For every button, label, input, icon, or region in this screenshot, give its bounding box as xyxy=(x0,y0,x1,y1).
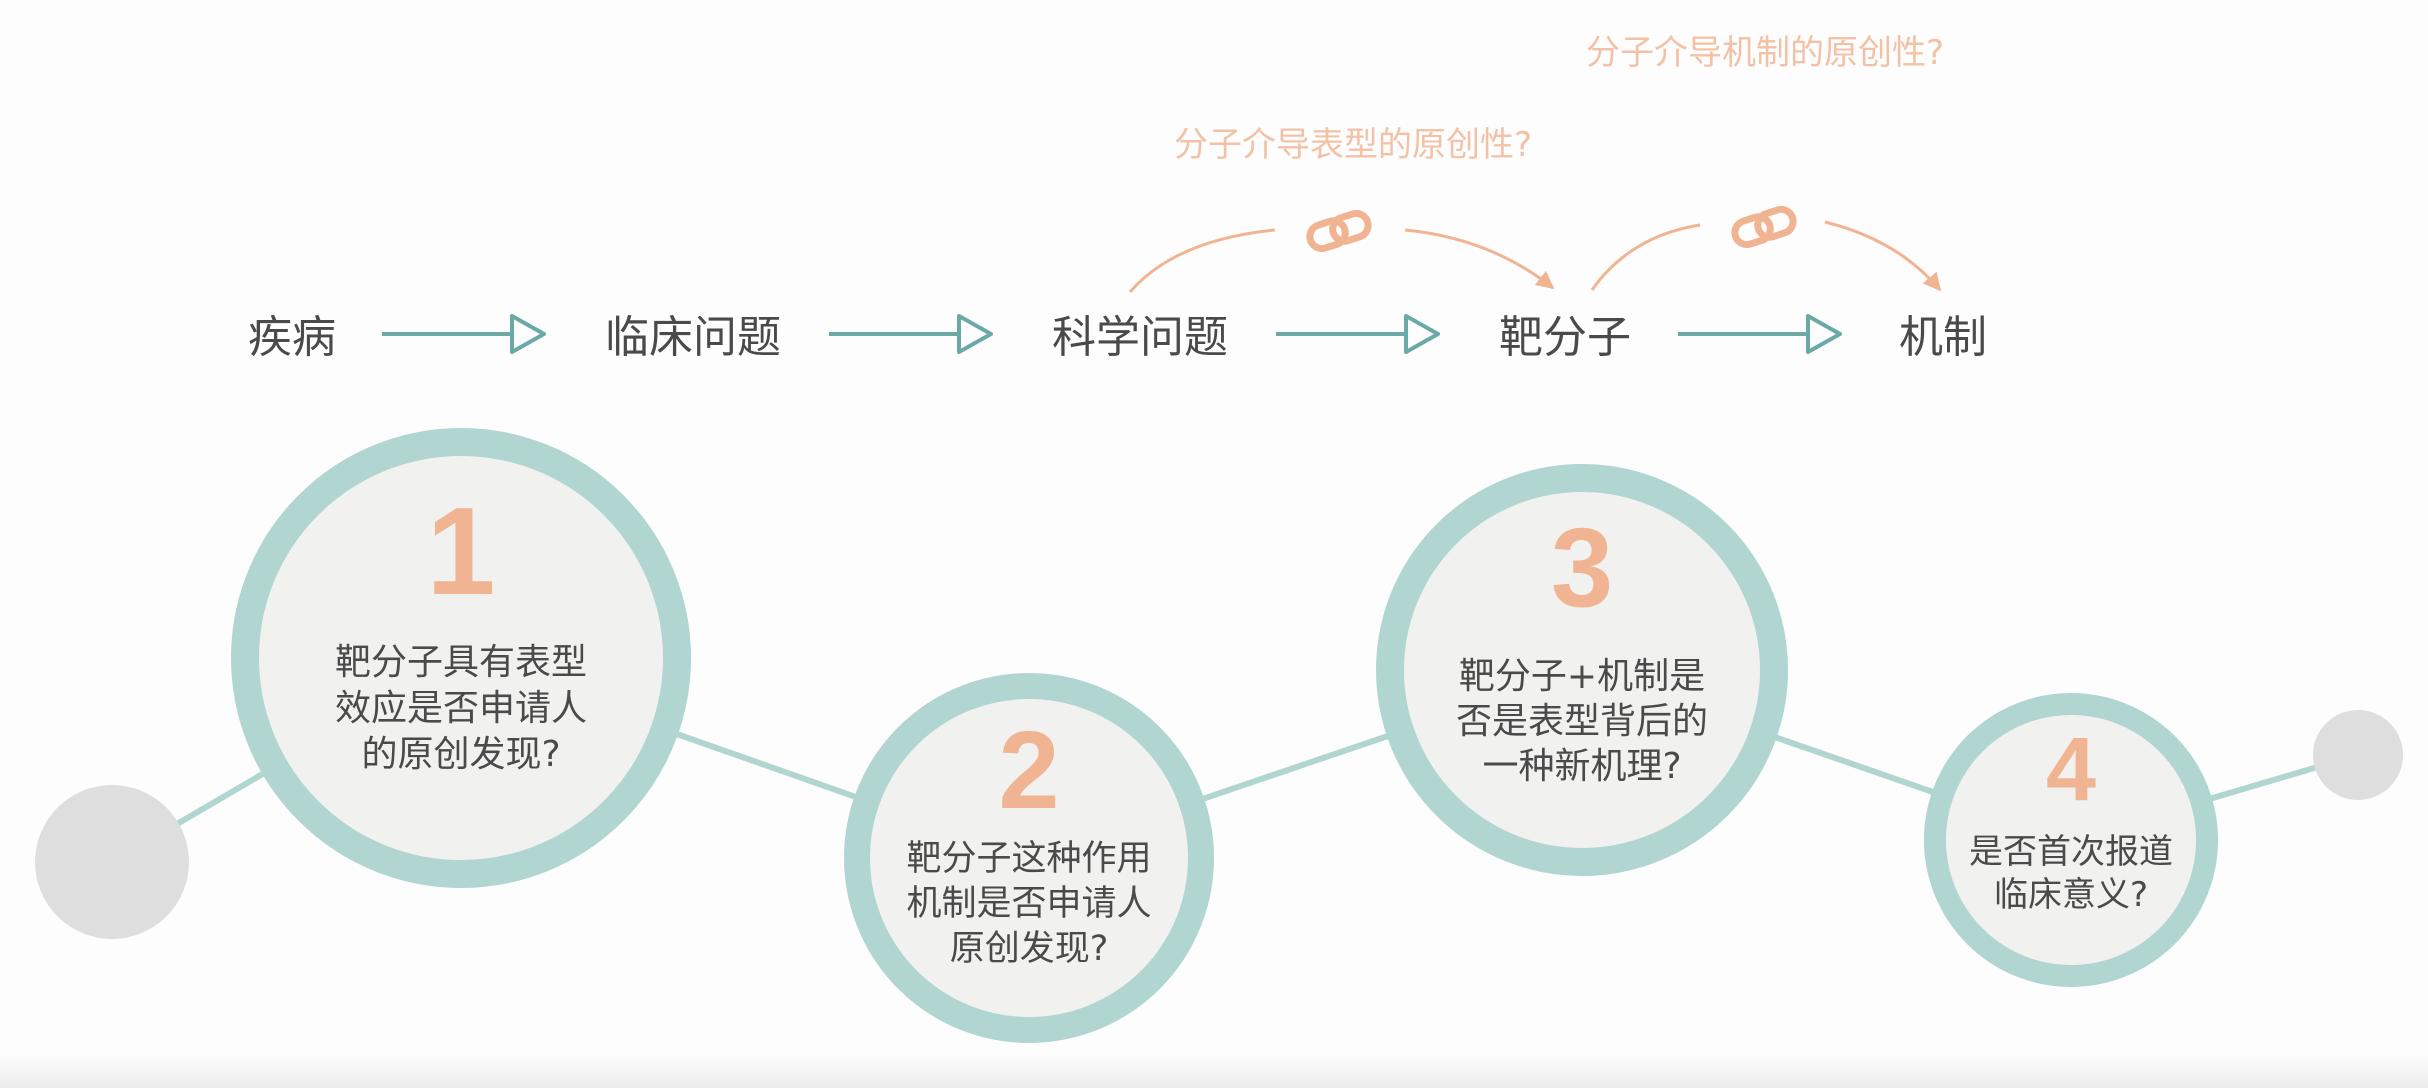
flow-step-target-molecule: 靶分子 xyxy=(1499,312,1631,363)
flow-step-clinical-question: 临床问题 xyxy=(605,312,781,363)
link-icon xyxy=(1306,209,1372,253)
flow-step-disease: 疾病 xyxy=(248,312,336,363)
flow-step-mechanism: 机制 xyxy=(1899,312,1987,363)
step-text-2-line2: 机制是否申请人 xyxy=(906,884,1151,924)
arrow-right-icon xyxy=(1678,314,1842,354)
decorative-dot-left xyxy=(35,785,189,939)
mechanism-originality-question: 分子介导机制的原创性? xyxy=(1586,33,1944,73)
flow-step-scientific-question: 科学问题 xyxy=(1052,312,1228,363)
bottom-fade xyxy=(0,1054,2428,1088)
step-node-3: 3 靶分子+机制是 否是表型背后的 一种新机理? xyxy=(1376,464,1788,876)
step-node-1: 1 靶分子具有表型 效应是否申请人 的原创发现? xyxy=(231,428,691,888)
decorative-dot-right xyxy=(2313,710,2403,800)
step-number-3: 3 xyxy=(1551,505,1613,630)
step-number-1: 1 xyxy=(427,483,496,621)
step-text-1-line2: 效应是否申请人 xyxy=(335,688,587,729)
arrow-right-icon xyxy=(1276,314,1440,354)
phenotype-originality-question: 分子介导表型的原创性? xyxy=(1174,125,1532,165)
step-text-4-line1: 是否首次报道 xyxy=(1969,832,2173,872)
step-node-4: 4 是否首次报道 临床意义? xyxy=(1924,693,2218,987)
step-text-2-line3: 原创发现? xyxy=(950,929,1109,969)
step-text-1-line1: 靶分子具有表型 xyxy=(335,642,587,683)
step-text-4-line2: 临床意义? xyxy=(1994,875,2148,915)
curve-arrow-mechanism-right xyxy=(1824,220,1942,292)
step-text-2-line1: 靶分子这种作用 xyxy=(906,839,1151,879)
link-icon xyxy=(1731,205,1797,249)
step-number-2: 2 xyxy=(998,709,1059,832)
curve-arrow-target-left xyxy=(1128,228,1276,293)
step-text-3-line1: 靶分子+机制是 xyxy=(1459,656,1705,697)
arrow-right-icon xyxy=(829,314,993,354)
step-text-1-line3: 的原创发现? xyxy=(361,734,560,775)
step-text-3-line2: 否是表型背后的 xyxy=(1456,701,1708,742)
arrow-right-icon xyxy=(382,314,546,354)
step-number-4: 4 xyxy=(2046,720,2096,820)
curve-arrow-target-right xyxy=(1404,228,1555,290)
step-node-2: 2 靶分子这种作用 机制是否申请人 原创发现? xyxy=(844,673,1214,1043)
step-text-3-line3: 一种新机理? xyxy=(1482,746,1681,787)
curve-arrow-mechanism-left xyxy=(1590,223,1701,291)
